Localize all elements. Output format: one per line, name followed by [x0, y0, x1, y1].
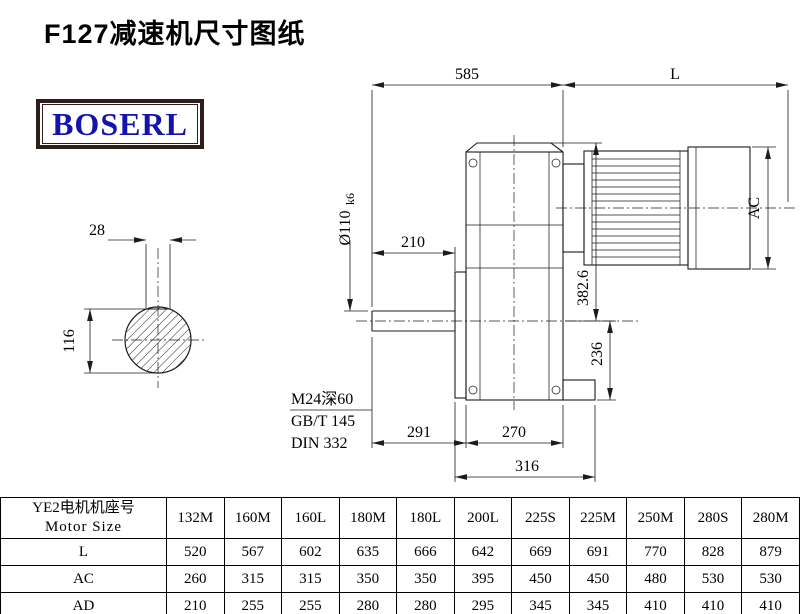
- value-cell: 295: [453, 592, 513, 614]
- table-row-L: L 520 567 602 635 666 642 669 691 770 82…: [0, 538, 800, 566]
- size-col-header: 280S: [683, 497, 743, 539]
- size-col-header: 180M: [338, 497, 398, 539]
- dim-shaft-length: 210: [401, 234, 425, 251]
- size-col-header: 180L: [396, 497, 455, 539]
- value-cell: 828: [683, 538, 743, 566]
- size-col-header: 160M: [223, 497, 283, 539]
- dim-key-width: 28: [89, 222, 105, 239]
- value-cell: 666: [396, 538, 455, 566]
- note-din: DIN 332: [291, 435, 347, 452]
- table-header-motor-size: YE2电机机座号 Motor Size: [0, 497, 167, 539]
- row-label: L: [0, 538, 167, 566]
- value-cell: 255: [281, 592, 340, 614]
- value-cell: 345: [511, 592, 570, 614]
- value-cell: 450: [511, 565, 570, 593]
- dim-291: 291: [407, 424, 431, 441]
- value-cell: 260: [166, 565, 225, 593]
- dim-overall-width: 585: [455, 66, 479, 83]
- dim-316: 316: [515, 458, 539, 475]
- dim-motor-diameter: AC: [746, 197, 763, 219]
- size-col-header: 132M: [166, 497, 225, 539]
- boserl-logo-text: BOSERL: [52, 106, 188, 142]
- svg-text:k6: k6: [343, 193, 357, 205]
- note-tap: M24深60: [291, 390, 353, 408]
- value-cell: 315: [223, 565, 283, 593]
- value-cell: 669: [511, 538, 570, 566]
- value-cell: 280: [396, 592, 455, 614]
- value-cell: 879: [741, 538, 800, 566]
- gearbox-housing: [454, 135, 596, 410]
- value-cell: 210: [166, 592, 225, 614]
- value-cell: 635: [338, 538, 398, 566]
- note-gbt: GB/T 145: [291, 413, 355, 430]
- size-col-header: 280M: [741, 497, 800, 539]
- size-col-header: 225M: [568, 497, 628, 539]
- output-flange: [454, 271, 467, 399]
- motor-fins: [592, 158, 680, 258]
- value-cell: 770: [626, 538, 685, 566]
- shaft-end-view: 28 116: [61, 222, 204, 388]
- value-cell: 410: [683, 592, 743, 614]
- value-cell: 530: [741, 565, 800, 593]
- dim-height-above-axis: 382.6: [575, 270, 592, 306]
- dimensions: 585 L AC Ø110 k6 210: [290, 66, 789, 482]
- boserl-logo-frame: BOSERL: [42, 104, 198, 144]
- value-cell: 345: [568, 592, 628, 614]
- row-label: AD: [0, 592, 167, 614]
- row-label: AC: [0, 565, 167, 593]
- page-title: F127减速机尺寸图纸: [44, 19, 306, 49]
- value-cell: 395: [453, 565, 513, 593]
- dim-motor-length: L: [670, 66, 680, 83]
- technical-drawing: 28 116: [61, 66, 795, 482]
- value-cell: 530: [683, 565, 743, 593]
- value-cell: 350: [338, 565, 398, 593]
- table-row-AC: AC 260 315 315 350 350 395 450 450 480 5…: [0, 565, 800, 593]
- value-cell: 255: [223, 592, 283, 614]
- value-cell: 602: [281, 538, 340, 566]
- boserl-logo: BOSERL: [36, 99, 204, 149]
- dim-shaft-diameter: Ø110 k6: [337, 193, 357, 245]
- value-cell: 480: [626, 565, 685, 593]
- value-cell: 691: [568, 538, 628, 566]
- size-col-header: 160L: [281, 497, 340, 539]
- value-cell: 350: [396, 565, 455, 593]
- dim-270: 270: [502, 424, 526, 441]
- dim-height-below-axis: 236: [589, 342, 606, 366]
- value-cell: 642: [453, 538, 513, 566]
- value-cell: 410: [626, 592, 685, 614]
- size-col-header: 225S: [511, 497, 570, 539]
- motor-dimension-table: YE2电机机座号 Motor Size 132M 160M 160L 180M …: [0, 497, 800, 614]
- table-row-AD: AD 210 255 255 280 280 295 345 345 410 4…: [0, 592, 800, 614]
- svg-text:Ø110: Ø110: [337, 211, 354, 246]
- dim-shaft-height: 116: [61, 329, 78, 352]
- motor: [556, 146, 795, 270]
- value-cell: 567: [223, 538, 283, 566]
- value-cell: 280: [338, 592, 398, 614]
- value-cell: 410: [741, 592, 800, 614]
- size-col-header: 250M: [626, 497, 685, 539]
- value-cell: 450: [568, 565, 628, 593]
- housing-foot: [562, 379, 596, 401]
- value-cell: 520: [166, 538, 225, 566]
- size-col-header: 200L: [453, 497, 513, 539]
- value-cell: 315: [281, 565, 340, 593]
- table-header-row: YE2电机机座号 Motor Size 132M 160M 160L 180M …: [0, 497, 800, 539]
- main-drawing: 585 L AC Ø110 k6 210: [290, 66, 795, 482]
